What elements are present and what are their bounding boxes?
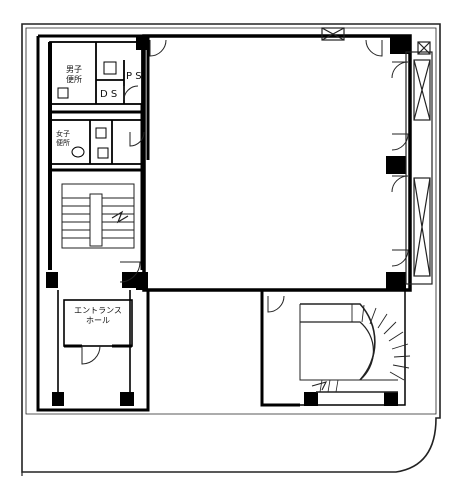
label-line: 男子	[66, 65, 82, 74]
exterior-balcony	[321, 27, 433, 285]
service-core	[48, 41, 144, 270]
label-line: ホール	[86, 316, 110, 325]
ps-label: P S	[126, 71, 142, 82]
site-outline	[21, 23, 441, 476]
label-line: 便所	[56, 138, 70, 147]
entrance-hall-walls	[57, 290, 133, 392]
womens-toilet-label: 女子便所	[56, 129, 70, 147]
ds-label: D S	[100, 89, 117, 100]
label-line: 便所	[66, 74, 82, 84]
label-line: エントランス	[74, 306, 122, 315]
doors	[81, 39, 409, 365]
entrance-hall-label: エントランスホール	[74, 306, 122, 325]
room-labels: 男子便所 女子便所 P S D S エントランスホール	[56, 65, 142, 325]
building-walls	[36, 34, 412, 412]
mens-toilet-label: 男子便所	[66, 65, 82, 84]
core-staircase	[61, 183, 135, 249]
label-line: 女子	[56, 129, 70, 138]
spiral-staircase	[299, 303, 411, 393]
